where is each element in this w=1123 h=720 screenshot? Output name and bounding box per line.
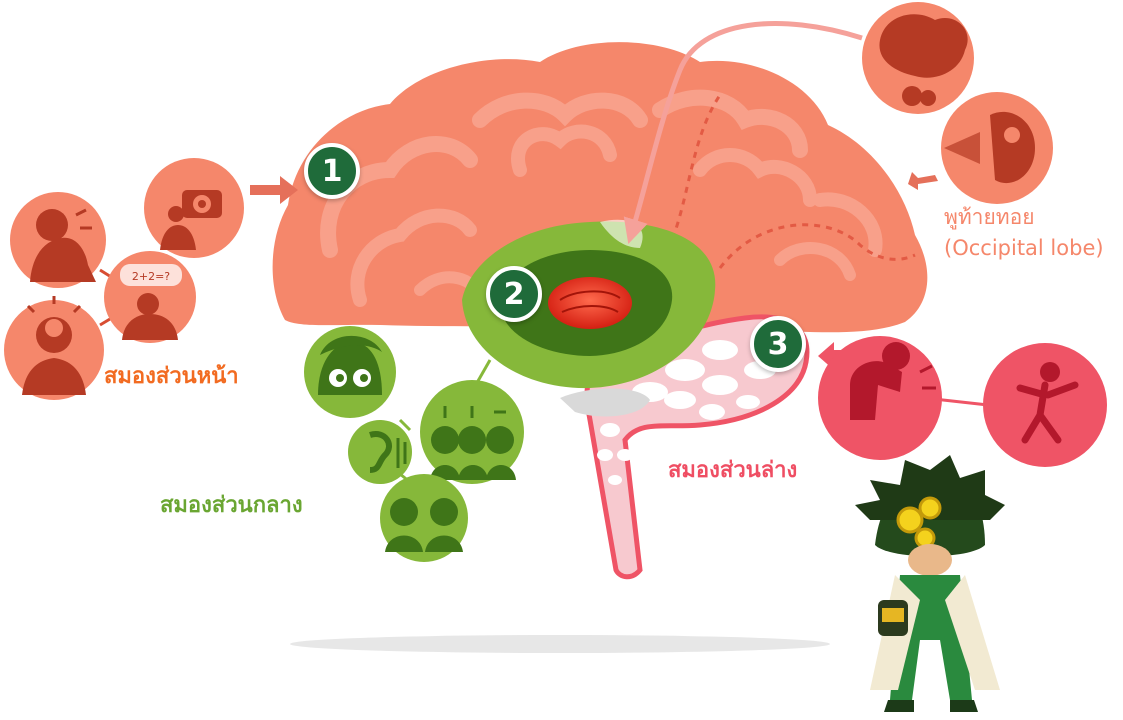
moving-eyes-face-icon: [304, 326, 396, 418]
occipital-label: พูท้ายทอย (Occipital lobe): [944, 202, 1104, 264]
hindbrain-region: [560, 314, 810, 580]
cerebrum: [272, 42, 928, 333]
occipital-arrow: [908, 172, 938, 190]
hearing-ear-icon: [348, 420, 412, 484]
scientist-mascot: [855, 455, 1005, 712]
speech-bubble-icon: 2+2=?: [104, 251, 196, 343]
thalamus: [548, 277, 632, 329]
vision-arrow: [623, 21, 863, 244]
forebrain-arrow: [250, 176, 298, 204]
thinking-person-icon: [10, 192, 106, 288]
camera-memory-icon: [144, 158, 244, 258]
floor-shadow: [290, 635, 830, 653]
twin-faces-icon: [380, 474, 468, 562]
forebrain-label: สมองส่วนหน้า: [104, 364, 239, 389]
reacting-faces-icon: [420, 380, 524, 484]
svg-text:2+2=?: 2+2=?: [132, 270, 170, 283]
badge-hindbrain: 3: [750, 316, 806, 372]
smelling-face-icon: [862, 2, 974, 114]
looking-eye-icon: [941, 92, 1053, 204]
flexing-arm-icon: [818, 336, 942, 460]
hindbrain-label: สมองส่วนล่าง: [668, 458, 798, 483]
occipital-label-thai: พูท้ายทอย: [944, 205, 1035, 229]
lightbulb-head-icon: [4, 296, 104, 400]
occipital-label-english: (Occipital lobe): [944, 236, 1104, 260]
balancing-figure-icon: [983, 343, 1107, 467]
badge-midbrain: 2: [486, 266, 542, 322]
badge-forebrain: 1: [304, 143, 360, 199]
midbrain-label: สมองส่วนกลาง: [160, 493, 303, 518]
